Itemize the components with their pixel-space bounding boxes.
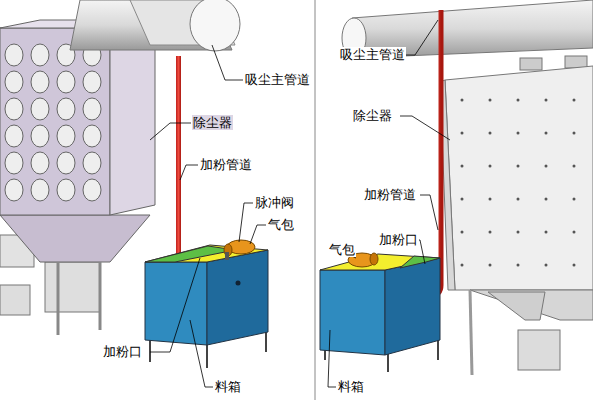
part-label: 加粉口 — [102, 344, 143, 359]
left-hopper-box — [145, 240, 268, 368]
part-label: 加粉口 — [378, 232, 419, 247]
left-main-pipe — [70, 0, 240, 51]
part-label: 料箱 — [214, 379, 242, 394]
part-label: 除尘器 — [352, 108, 393, 123]
right-hopper-box — [320, 253, 440, 372]
part-label: 吸尘主管道 — [339, 47, 406, 62]
part-label: 脉冲阀 — [254, 195, 295, 210]
part-label: 气包 — [328, 242, 356, 257]
right-powder-pipe — [428, 10, 441, 295]
part-label: 除尘器 — [192, 115, 233, 130]
leader-lines — [150, 20, 450, 387]
left-collector — [0, 20, 155, 335]
part-label: 吸尘主管道 — [244, 72, 311, 87]
part-label: 气包 — [267, 217, 295, 232]
right-collector — [440, 66, 593, 375]
part-label: 加粉管道 — [199, 157, 253, 172]
divider — [315, 0, 316, 400]
part-label: 料箱 — [337, 379, 365, 394]
left-powder-pipe — [176, 56, 181, 256]
part-label: 加粉管道 — [363, 187, 417, 202]
